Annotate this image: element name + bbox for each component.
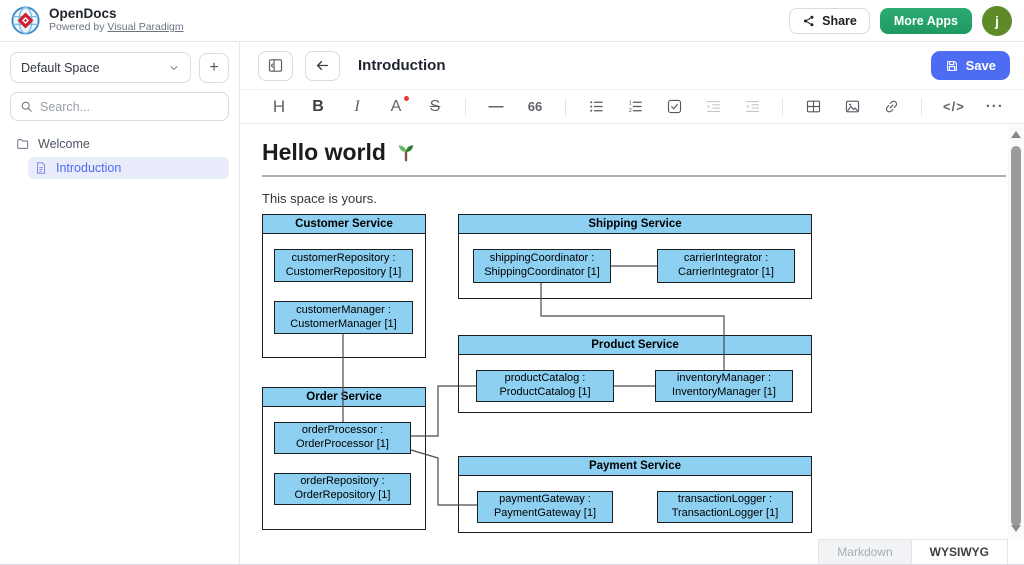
app-name: OpenDocs	[49, 7, 184, 22]
heading-button[interactable]: H	[270, 95, 288, 119]
vertical-scrollbar[interactable]	[1008, 124, 1024, 539]
italic-button[interactable]: I	[348, 95, 366, 119]
space-selector[interactable]: Default Space	[10, 52, 191, 83]
strikethrough-button[interactable]: S	[426, 95, 444, 119]
scrollbar-thumb[interactable]	[1011, 146, 1021, 526]
heading-rule	[262, 175, 1006, 177]
page-title: Introduction	[358, 57, 445, 74]
tab-markdown[interactable]: Markdown	[818, 539, 911, 564]
add-space-button[interactable]: +	[199, 53, 229, 83]
powered-by: Powered by Visual Paradigm	[49, 22, 184, 34]
part-order-processor: orderProcessor : OrderProcessor [1]	[274, 422, 411, 454]
numbered-list-icon: 1 2	[627, 98, 644, 115]
component-diagram: Customer Service Shipping Service Produc…	[262, 214, 814, 535]
part-customer-manager: customerManager : CustomerManager [1]	[274, 301, 413, 334]
bullet-list-button[interactable]	[587, 95, 605, 119]
toolbar-divider	[921, 98, 922, 116]
part-transaction-logger: transactionLogger : TransactionLogger [1…	[657, 491, 793, 523]
brand: OpenDocs Powered by Visual Paradigm	[10, 5, 184, 36]
toggle-sidebar-button[interactable]	[258, 51, 293, 81]
chevron-down-icon	[168, 62, 180, 74]
part-payment-gateway: paymentGateway : PaymentGateway [1]	[477, 491, 613, 523]
more-apps-button[interactable]: More Apps	[880, 8, 972, 34]
part-product-catalog: productCatalog : ProductCatalog [1]	[476, 370, 614, 402]
horizontal-rule-button[interactable]: —	[487, 95, 505, 119]
image-icon	[844, 98, 861, 115]
part-order-repository: orderRepository : OrderRepository [1]	[274, 473, 411, 505]
search-input[interactable]	[40, 100, 219, 114]
code-button[interactable]: </>	[943, 95, 965, 119]
blockquote-button[interactable]: 66	[526, 95, 544, 119]
seedling-emoji-icon	[395, 141, 417, 163]
search-box	[10, 92, 229, 121]
tree-item-welcome[interactable]: Welcome	[10, 133, 229, 155]
outdent-button[interactable]	[743, 95, 761, 119]
format-toolbar: H B I A S — 66 1 2	[240, 90, 1024, 124]
tree-item-introduction[interactable]: Introduction	[28, 157, 229, 179]
page-tree: Welcome Introduction	[10, 133, 229, 179]
bullet-list-icon	[588, 98, 605, 115]
sidebar: Default Space + Welcome	[0, 42, 240, 564]
intro-paragraph: This space is yours.	[262, 191, 1006, 206]
document-heading: Hello world	[262, 138, 1006, 166]
panel-collapse-icon	[267, 57, 284, 74]
visual-paradigm-logo-icon	[10, 5, 41, 36]
share-button[interactable]: Share	[789, 8, 870, 34]
indent-button[interactable]	[704, 95, 722, 119]
back-arrow-icon	[314, 57, 331, 74]
app-header: OpenDocs Powered by Visual Paradigm Shar…	[0, 0, 1024, 42]
color-dot	[404, 96, 409, 101]
editor-footer: Markdown WYSIWYG	[240, 539, 1024, 564]
scroll-down-arrow[interactable]	[1011, 525, 1021, 532]
checklist-icon	[666, 98, 683, 115]
toolbar-divider	[565, 98, 566, 116]
editor-body: Hello world This space is yours. Custome…	[240, 124, 1024, 539]
visual-paradigm-link[interactable]: Visual Paradigm	[107, 21, 183, 33]
more-tools-button[interactable]: ···	[986, 95, 1004, 119]
svg-text:1: 1	[628, 100, 631, 106]
folder-icon	[16, 137, 30, 151]
part-carrier-integrator: carrierIntegrator : CarrierIntegrator [1…	[657, 249, 795, 283]
part-shipping-coordinator: shippingCoordinator : ShippingCoordinato…	[473, 249, 611, 283]
save-button[interactable]: Save	[931, 51, 1010, 80]
save-icon	[945, 59, 959, 73]
link-button[interactable]	[882, 95, 900, 119]
numbered-list-button[interactable]: 1 2	[626, 95, 644, 119]
share-icon	[802, 14, 816, 28]
document-icon	[34, 161, 48, 175]
part-customer-repository: customerRepository : CustomerRepository …	[274, 249, 413, 282]
back-button[interactable]	[305, 51, 340, 81]
toolbar-divider	[465, 98, 466, 116]
avatar[interactable]: j	[982, 6, 1012, 36]
document-content: Hello world This space is yours. Custome…	[240, 124, 1008, 539]
image-button[interactable]	[843, 95, 861, 119]
indent-icon	[705, 98, 722, 115]
bold-button[interactable]: B	[309, 95, 327, 119]
svg-text:2: 2	[628, 108, 631, 114]
part-inventory-manager: inventoryManager : InventoryManager [1]	[655, 370, 793, 402]
toolbar-divider	[782, 98, 783, 116]
editor-panel: Introduction Save H B I A S — 66	[240, 42, 1024, 564]
table-button[interactable]	[804, 95, 822, 119]
outdent-icon	[744, 98, 761, 115]
link-icon	[883, 98, 900, 115]
search-icon	[20, 100, 33, 113]
checklist-button[interactable]	[665, 95, 683, 119]
tab-wysiwyg[interactable]: WYSIWYG	[912, 539, 1008, 564]
text-color-button[interactable]: A	[387, 95, 405, 119]
scroll-up-arrow[interactable]	[1011, 131, 1021, 138]
table-icon	[805, 98, 822, 115]
editor-topbar: Introduction Save	[240, 42, 1024, 90]
